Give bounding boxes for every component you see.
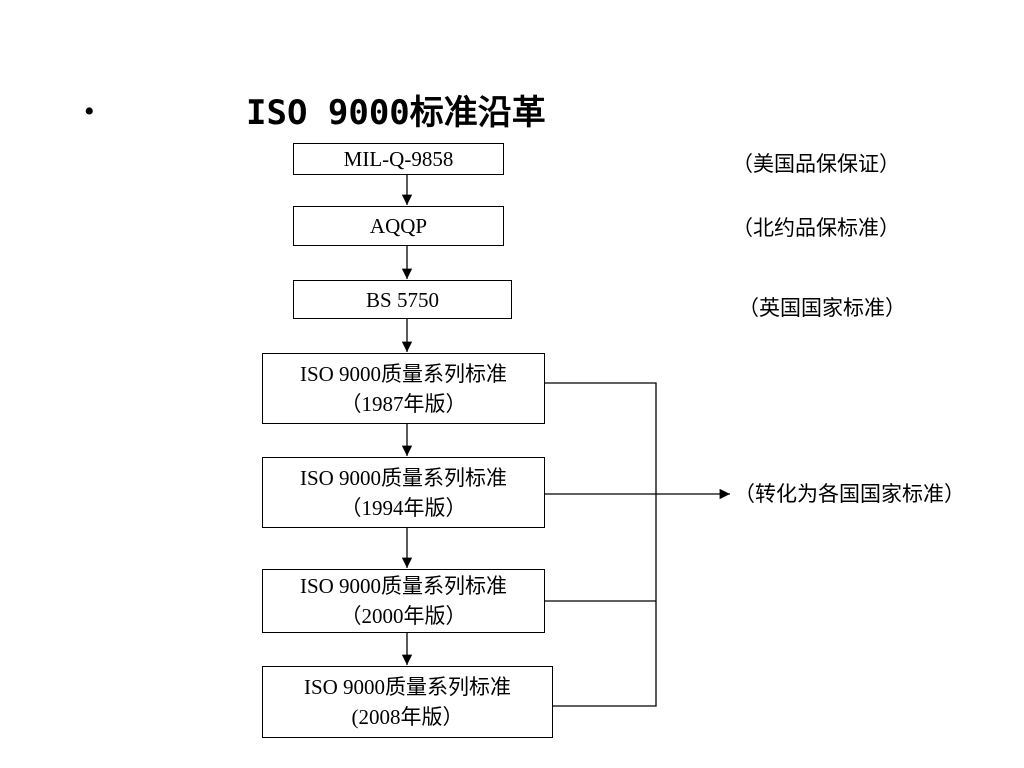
slide-title: ISO 9000标准沿革	[246, 93, 546, 133]
note-nato-quality-standard: （北约品保标准）	[732, 216, 900, 240]
box-iso-9000-2008: ISO 9000质量系列标准 (2008年版）	[262, 666, 553, 738]
box-label: MIL-Q-9858	[343, 147, 454, 171]
box-label-line2: （2000年版）	[340, 604, 467, 628]
bracket-line	[545, 382, 657, 707]
box-label-line2: （1994年版）	[340, 495, 467, 520]
box-iso-9000-2000: ISO 9000质量系列标准 （2000年版）	[262, 569, 545, 633]
box-label-line1: ISO 9000质量系列标准	[299, 574, 508, 598]
note-uk-national-standard: （英国国家标准）	[738, 296, 906, 320]
box-mil-q-9858: MIL-Q-9858	[293, 143, 504, 175]
box-label-line2: （1987年版）	[340, 391, 467, 416]
box-iso-9000-1987: ISO 9000质量系列标准 （1987年版）	[262, 353, 545, 424]
box-aqqp: AQQP	[293, 206, 504, 246]
box-bs-5750: BS 5750	[293, 280, 512, 319]
box-iso-9000-1994: ISO 9000质量系列标准 （1994年版）	[262, 457, 545, 528]
note-us-quality-assurance: （美国品保保证）	[732, 152, 900, 176]
box-label-line1: ISO 9000质量系列标准	[299, 361, 508, 386]
box-label: AQQP	[369, 214, 428, 238]
box-label-line1: ISO 9000质量系列标准	[299, 465, 508, 490]
box-label: BS 5750	[366, 287, 439, 312]
box-label-line2: (2008年版）	[351, 705, 464, 729]
note-converted-national-standards: （转化为各国国家标准）	[734, 482, 965, 506]
box-label-line1: ISO 9000质量系列标准	[303, 675, 512, 699]
bullet-point: •	[84, 95, 95, 128]
